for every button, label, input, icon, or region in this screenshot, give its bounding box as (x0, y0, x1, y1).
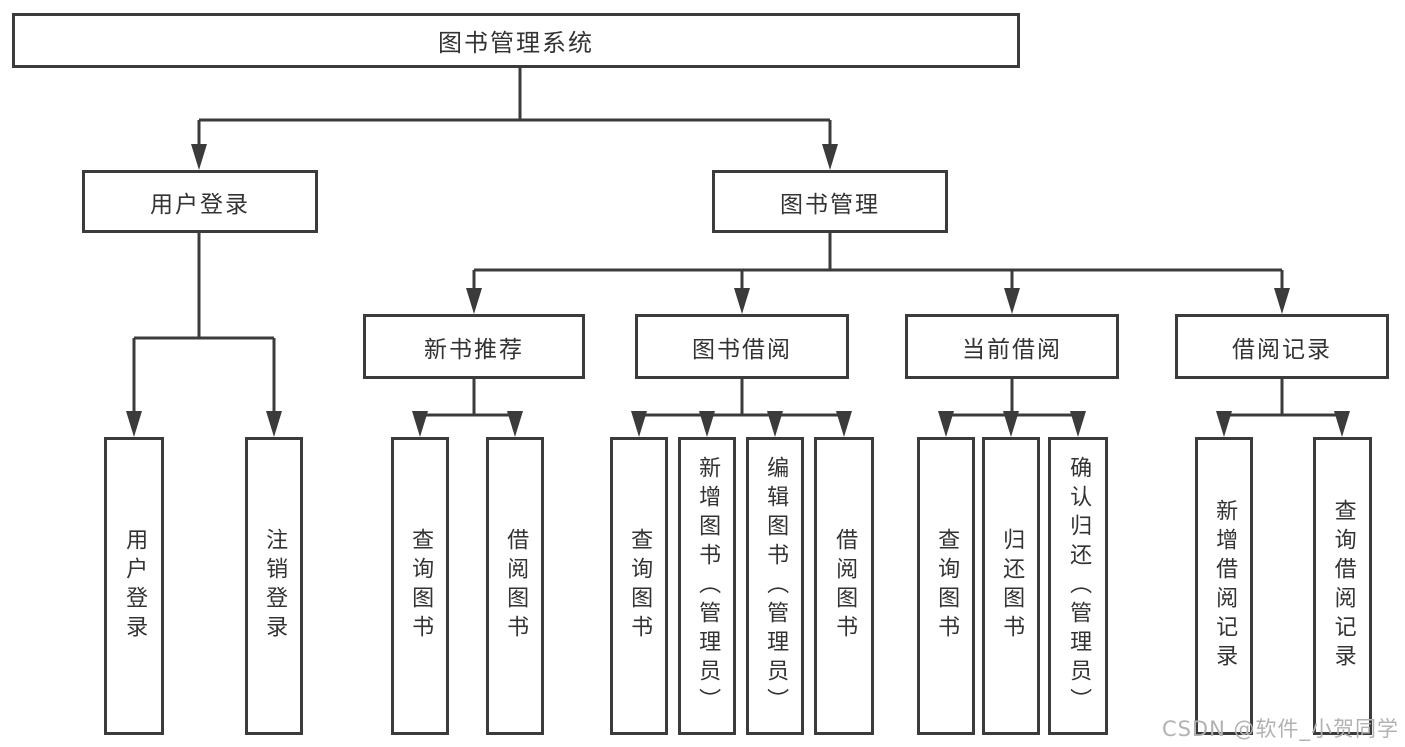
leaf-query-borrow-record-label: 查询借阅记录 (1330, 499, 1356, 673)
leaf-user-login: 用户登录 (104, 437, 164, 735)
node-user-login: 用户登录 (82, 170, 318, 233)
leaf-edit-books-admin: 编辑图书（管理员） (746, 437, 804, 735)
node-new-book-recommend: 新书推荐 (363, 314, 585, 379)
node-book-management-label: 图书管理 (780, 191, 880, 218)
arrowheads (126, 144, 1350, 437)
node-current-borrow: 当前借阅 (905, 314, 1119, 379)
leaf-query-books-recommend-label: 查询图书 (408, 528, 434, 644)
leaf-query-borrow-record: 查询借阅记录 (1313, 437, 1372, 735)
leaf-borrow-books-recommend-label: 借阅图书 (503, 528, 529, 644)
leaf-borrow-books-label: 借阅图书 (832, 528, 858, 644)
leaf-query-books-borrow: 查询图书 (610, 437, 668, 735)
leaf-query-books-current: 查询图书 (917, 437, 975, 735)
leaf-borrow-books: 借阅图书 (814, 437, 874, 735)
csdn-watermark: CSDN @软件_小贺同学 (1161, 717, 1399, 741)
leaf-borrow-books-recommend: 借阅图书 (486, 437, 544, 735)
node-borrow-records: 借阅记录 (1175, 314, 1389, 379)
leaf-add-books-admin: 新增图书（管理员） (678, 437, 736, 735)
node-new-book-recommend-label: 新书推荐 (424, 336, 524, 363)
leaf-query-books-recommend: 查询图书 (391, 437, 449, 735)
node-book-borrow-label: 图书借阅 (692, 336, 792, 363)
node-current-borrow-label: 当前借阅 (962, 336, 1062, 363)
leaf-logout-label: 注销登录 (262, 528, 288, 644)
node-book-borrow: 图书借阅 (635, 314, 849, 379)
leaf-return-books-label: 归还图书 (999, 528, 1025, 644)
leaf-user-login-label: 用户登录 (122, 528, 148, 644)
leaf-add-borrow-record: 新增借阅记录 (1195, 437, 1253, 735)
leaf-query-books-current-label: 查询图书 (934, 528, 960, 644)
leaf-confirm-return-admin-label: 确认归还（管理员） (1066, 455, 1092, 717)
leaf-confirm-return-admin: 确认归还（管理员） (1048, 437, 1108, 735)
node-root-label: 图书管理系统 (438, 29, 594, 57)
leaf-return-books: 归还图书 (982, 437, 1040, 735)
leaf-edit-books-admin-label: 编辑图书（管理员） (763, 455, 789, 717)
leaf-add-books-admin-label: 新增图书（管理员） (695, 455, 721, 717)
node-root: 图书管理系统 (12, 13, 1020, 68)
leaf-logout: 注销登录 (245, 437, 303, 735)
node-borrow-records-label: 借阅记录 (1232, 336, 1332, 363)
leaf-query-books-borrow-label: 查询图书 (627, 528, 653, 644)
node-book-management: 图书管理 (712, 170, 948, 233)
leaf-add-borrow-record-label: 新增借阅记录 (1212, 499, 1238, 673)
node-user-login-label: 用户登录 (150, 191, 250, 218)
